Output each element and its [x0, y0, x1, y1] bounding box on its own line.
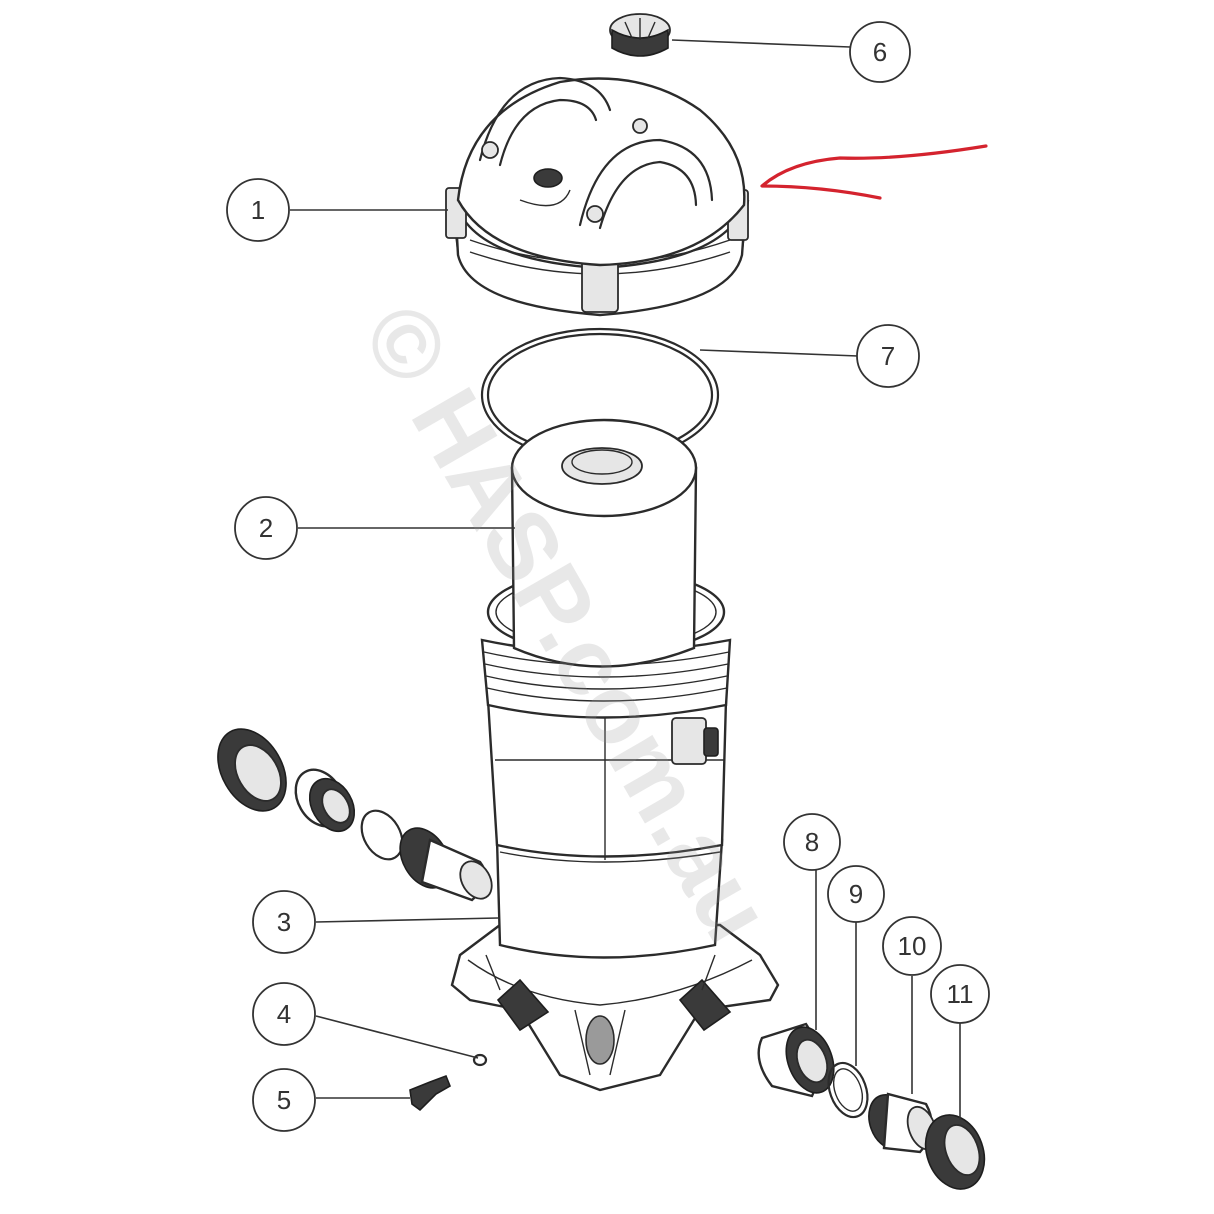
callout-10: 10 — [882, 916, 942, 976]
svg-text:10: 10 — [898, 931, 927, 961]
callout-11: 11 — [930, 964, 990, 1024]
svg-text:4: 4 — [277, 999, 291, 1029]
callout-2: 2 — [234, 496, 298, 560]
part-2-filter-cartridge — [510, 418, 698, 668]
left-union-fittings — [217, 728, 493, 902]
callout-8: 8 — [783, 813, 841, 871]
callout-7: 7 — [856, 324, 920, 388]
callout-5: 5 — [252, 1068, 316, 1132]
svg-text:6: 6 — [873, 37, 887, 67]
part-8-union-tail — [757, 1022, 835, 1098]
part-11-union-nut — [924, 1114, 986, 1190]
svg-text:1: 1 — [251, 195, 265, 225]
callout-1: 1 — [226, 178, 290, 242]
svg-text:5: 5 — [277, 1085, 291, 1115]
svg-text:11: 11 — [947, 979, 974, 1009]
callout-9: 9 — [827, 865, 885, 923]
part-5-drain-plug — [409, 1074, 452, 1112]
svg-text:2: 2 — [259, 513, 273, 543]
svg-text:7: 7 — [881, 341, 895, 371]
part-4-drain-o-ring — [472, 1053, 488, 1067]
part-1-filter-lid — [445, 76, 750, 317]
leader-lines — [290, 39, 961, 1120]
svg-text:3: 3 — [277, 907, 291, 937]
highlight-arrow — [760, 144, 988, 200]
svg-text:9: 9 — [849, 879, 863, 909]
svg-text:8: 8 — [805, 827, 819, 857]
callout-4: 4 — [252, 982, 316, 1046]
callout-3: 3 — [252, 890, 316, 954]
callout-6: 6 — [849, 21, 911, 83]
part-9-union-o-ring — [827, 1061, 869, 1119]
